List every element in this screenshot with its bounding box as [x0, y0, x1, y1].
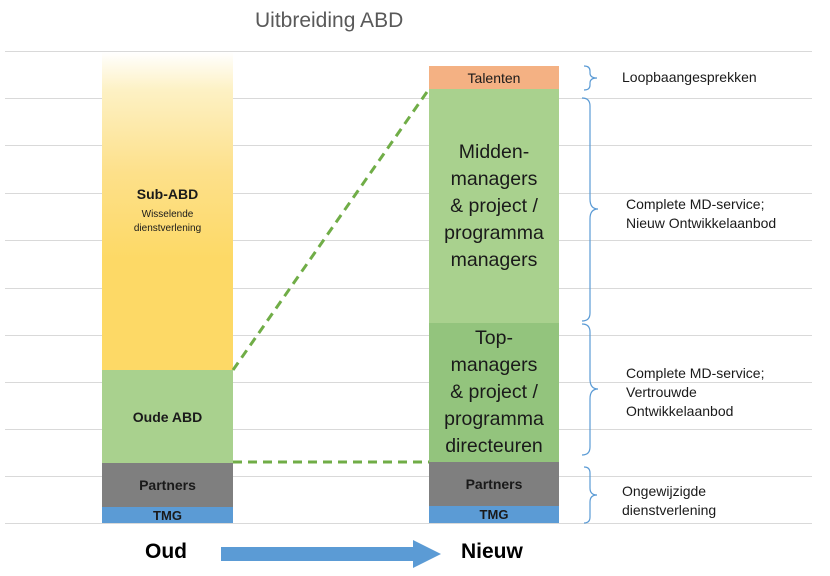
arrow-shaft	[221, 547, 415, 561]
annotation-md-nieuw: Complete MD-service; Nieuw Ontwikkelaanb…	[626, 196, 777, 231]
top-managers-label: Top- managers & project / programma dire…	[444, 327, 544, 457]
partners-label-new: Partners	[465, 476, 523, 492]
brace-md-vertrouwd	[581, 323, 599, 456]
sub-abd-subtitle: Wisselende dienstverlening	[133, 209, 202, 234]
gridline	[5, 145, 812, 146]
annotation-loopbaan: Loopbaangesprekken	[622, 69, 757, 85]
tmg-label-new: TMG	[479, 507, 509, 522]
talenten-label: Talenten	[467, 69, 521, 86]
diagram-title: Uitbreiding ABD	[255, 9, 404, 32]
talenten-block: Talenten	[429, 66, 559, 89]
gridline	[5, 98, 812, 99]
midden-managers-label: Midden- managers & project / programma m…	[444, 140, 544, 271]
midden-managers-block: Midden- managers & project / programma m…	[429, 89, 559, 323]
brace-ongewijzigd	[583, 466, 598, 524]
gridline	[5, 288, 812, 289]
footer-oud: Oud	[145, 540, 187, 563]
gridline	[5, 335, 812, 336]
gridline	[5, 51, 812, 52]
annotation-md-vertrouwd: Complete MD-service; Vertrouwde Ontwikke…	[626, 365, 765, 419]
sub-abd-title: Sub-ABD	[136, 186, 199, 202]
partners-block-old: Partners	[102, 463, 233, 507]
gridline	[5, 429, 812, 430]
gridline	[5, 476, 812, 477]
gridline	[5, 382, 812, 383]
footer-nieuw: Nieuw	[461, 540, 523, 563]
arrow-head	[413, 540, 441, 568]
tmg-label-old: TMG	[153, 507, 182, 523]
partners-label-old: Partners	[139, 477, 196, 493]
gridline	[5, 240, 812, 241]
oude-abd-label: Oude ABD	[132, 408, 203, 425]
dashed-connector-top	[231, 88, 431, 371]
annotation-ongewijzigd: Ongewijzigde dienstverlening	[622, 483, 717, 518]
brace-loopbaan	[583, 65, 598, 91]
brace-md-nieuw	[581, 97, 599, 322]
gridline	[5, 193, 812, 194]
oude-abd-block: Oude ABD	[102, 370, 233, 463]
tmg-block-new: TMG	[429, 506, 559, 523]
partners-block-new: Partners	[429, 462, 559, 506]
sub-abd-block: Sub-ABD Wisselende dienstverlening	[102, 52, 233, 370]
tmg-block-old: TMG	[102, 507, 233, 523]
gridline	[5, 523, 812, 524]
top-managers-block: Top- managers & project / programma dire…	[429, 323, 559, 462]
